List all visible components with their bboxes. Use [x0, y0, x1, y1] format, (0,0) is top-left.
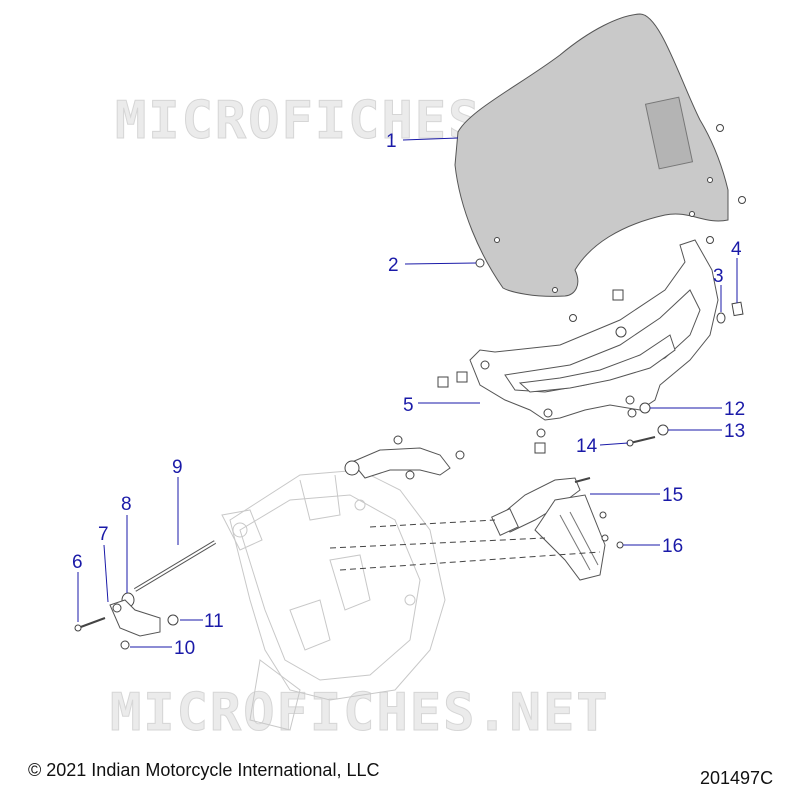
nut-12	[639, 402, 651, 414]
watermark-bottom: MICROFICHES.NET	[110, 683, 610, 743]
callout-14: 14	[576, 436, 598, 457]
bolt-6	[77, 617, 106, 629]
callout-3: 3	[713, 266, 724, 287]
nut-11	[167, 614, 179, 626]
callout-6: 6	[72, 552, 83, 573]
callout-9: 9	[172, 457, 183, 478]
washer-3	[716, 312, 726, 324]
callout-10: 10	[174, 638, 195, 659]
callout-7: 7	[98, 524, 109, 545]
callout-labels: 1 2 3 4 5 12 13 14 15 16 9 8 7 6 10 11	[72, 131, 745, 659]
callout-13: 13	[724, 421, 745, 442]
pivot-bracket-7	[109, 599, 161, 637]
windshield	[454, 13, 729, 297]
well-nut-2	[475, 258, 485, 268]
callout-15: 15	[662, 485, 683, 506]
leader-lines	[77, 137, 738, 648]
nut-4	[731, 301, 744, 317]
callout-1: 1	[386, 131, 397, 152]
grommet-13	[657, 424, 669, 436]
link-arm	[344, 435, 465, 480]
copyright-notice: © 2021 Indian Motorcycle International, …	[28, 760, 380, 780]
callout-11: 11	[204, 611, 224, 632]
windshield-actuator	[491, 477, 624, 581]
screw-10	[120, 640, 130, 650]
screw-14	[626, 436, 656, 447]
callout-5: 5	[403, 395, 414, 416]
callout-4: 4	[731, 239, 742, 260]
windshield-label-patch	[644, 96, 694, 170]
callout-12: 12	[724, 399, 745, 420]
windshield-bracket	[437, 239, 719, 454]
diagram-code: 201497C	[700, 768, 774, 788]
callout-8: 8	[121, 494, 132, 515]
callout-2: 2	[388, 255, 399, 276]
callout-16: 16	[662, 536, 683, 557]
